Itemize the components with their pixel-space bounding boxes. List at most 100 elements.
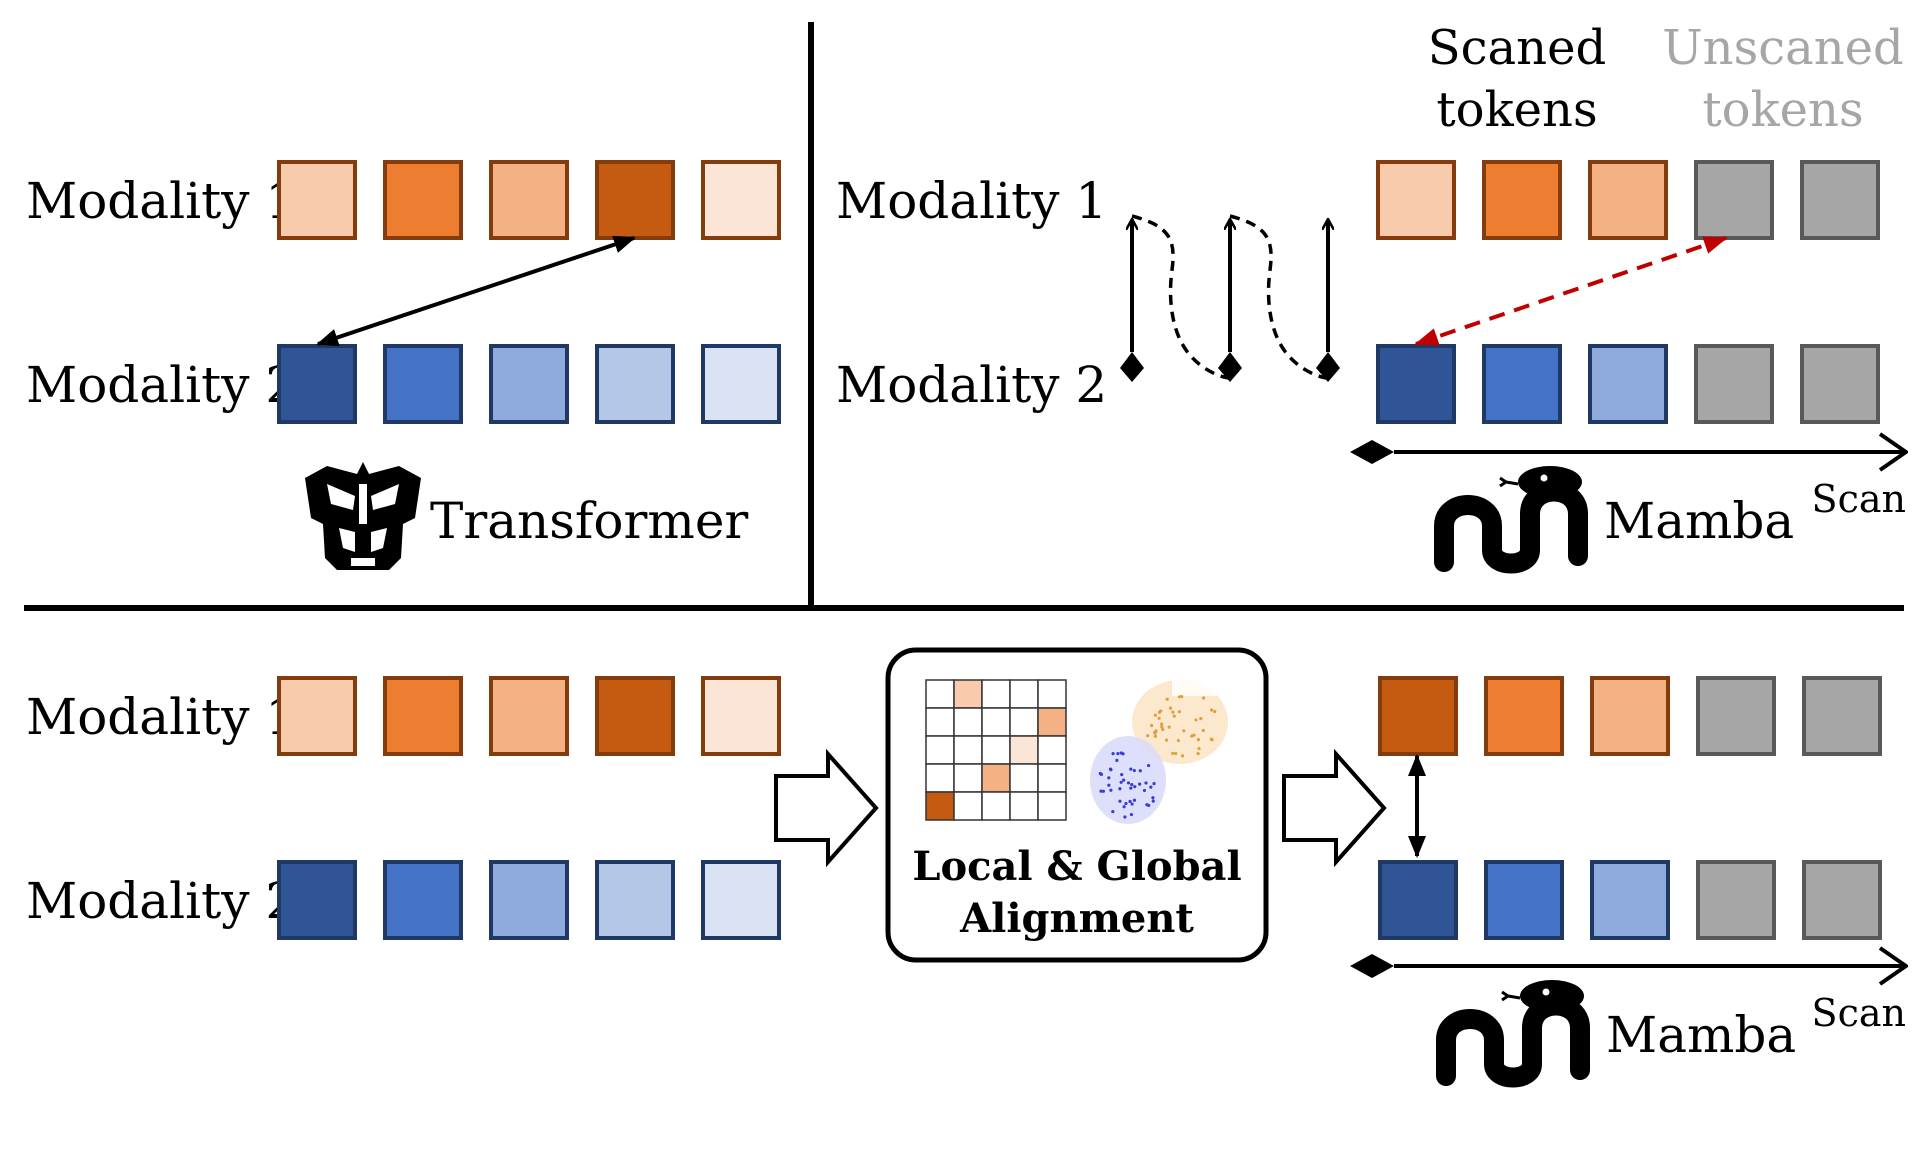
matrix-cell <box>1009 679 1039 709</box>
scatter-distribution-icon <box>1090 680 1232 824</box>
blue-token-1 <box>277 344 357 424</box>
matrix-cell <box>953 735 983 765</box>
scatter-point <box>1171 710 1175 714</box>
scatter-point <box>1171 751 1175 755</box>
scatter-point <box>1196 752 1200 756</box>
scatter-point <box>1116 751 1120 756</box>
scatter-point <box>1118 799 1122 803</box>
panel3-aligned-modality2-tokens <box>1378 860 1882 940</box>
scan-token-4 <box>1694 160 1774 240</box>
scatter-point <box>1142 788 1147 793</box>
scatter-point <box>1164 738 1169 742</box>
scatter-point <box>1147 803 1151 808</box>
scatter-point <box>1152 782 1156 786</box>
scatter-point <box>1121 752 1125 756</box>
aligned-token-4 <box>1696 676 1776 756</box>
scatter-point <box>1129 767 1133 771</box>
mamba-label-bottom: Mamba <box>1606 1006 1796 1064</box>
scatter-point <box>1111 752 1115 756</box>
orange-token-1 <box>277 160 357 240</box>
scatter-point <box>1146 763 1151 768</box>
autobot-mask-icon <box>305 462 421 570</box>
orange-token-4 <box>595 160 675 240</box>
scatter-point <box>1194 718 1198 722</box>
scan-label-bottom: Scan <box>1812 991 1906 1035</box>
scatter-point <box>1132 768 1136 773</box>
transformer-label: Transformer <box>430 492 748 550</box>
panel2-modality2-tokens <box>1376 344 1880 424</box>
alignment-label-line1: Local & Global <box>912 843 1241 890</box>
blue-token-2 <box>383 860 463 940</box>
blue-token-4 <box>595 344 675 424</box>
scan-token-4 <box>1694 344 1774 424</box>
scatter-point <box>1210 738 1214 742</box>
orange-token-2 <box>383 160 463 240</box>
scan-token-1 <box>1376 160 1456 240</box>
unreachable-dependency-arrow <box>1414 236 1728 346</box>
matrix-cell <box>1037 679 1067 709</box>
scatter-point <box>1130 782 1134 787</box>
aligned-token-4 <box>1696 860 1776 940</box>
scatter-point <box>1124 801 1128 806</box>
scatter-point <box>1153 734 1157 738</box>
orange-token-2 <box>383 676 463 756</box>
scatter-point <box>1129 786 1133 790</box>
blue-token-5 <box>701 344 781 424</box>
panel3-modality1-label: Modality 1 <box>26 688 297 746</box>
panel1-modality2-label: Modality 2 <box>26 356 297 414</box>
orange-token-3 <box>489 676 569 756</box>
unscanned-tokens-label-line1: Unscaned <box>1662 20 1904 76</box>
scatter-point <box>1197 746 1201 751</box>
scatter-point <box>1172 714 1176 718</box>
matrix-cell <box>953 707 983 737</box>
block-arrow-right-1 <box>774 748 879 868</box>
scatter-point <box>1174 751 1178 756</box>
matrix-cell <box>981 707 1011 737</box>
scatter-point <box>1151 796 1155 800</box>
scatter-point <box>1159 709 1163 713</box>
matrix-cell <box>1037 735 1067 765</box>
aligned-token-3 <box>1590 860 1670 940</box>
aligned-token-5 <box>1802 676 1882 756</box>
scatter-point <box>1177 695 1182 699</box>
panel3-modality2-tokens <box>277 860 781 940</box>
scatter-point <box>1209 708 1214 712</box>
orange-token-5 <box>701 676 781 756</box>
scan-token-2 <box>1482 160 1562 240</box>
scatter-point <box>1199 717 1203 721</box>
scatter-point <box>1151 799 1155 803</box>
panel-transformer: Modality 1 Modality 2 Transformer <box>26 160 781 570</box>
grid-matrix-icon <box>925 679 1067 821</box>
scatter-point <box>1149 723 1154 728</box>
snake-icon <box>1434 466 1588 574</box>
scan-token-5 <box>1800 160 1880 240</box>
scan-token-2 <box>1482 344 1562 424</box>
scan-token-1 <box>1376 344 1456 424</box>
matrix-cell <box>981 679 1011 709</box>
scatter-point <box>1122 778 1126 782</box>
scatter-point <box>1167 725 1171 729</box>
aligned-token-5 <box>1802 860 1882 940</box>
scatter-point <box>1180 754 1185 758</box>
scatter-point <box>1115 758 1119 762</box>
scatter-point <box>1201 696 1206 700</box>
scan-token-3 <box>1588 344 1668 424</box>
block-arrow-right-2 <box>1282 748 1387 868</box>
scatter-point <box>1153 713 1157 717</box>
scatter-point <box>1190 734 1194 738</box>
scatter-point <box>1213 709 1217 714</box>
scatter-point <box>1133 785 1137 789</box>
aligned-token-2 <box>1484 676 1564 756</box>
scatter-point <box>1126 781 1131 785</box>
matrix-cell <box>1037 763 1067 793</box>
panel1-modality2-tokens <box>277 344 781 424</box>
matrix-cell <box>925 679 955 709</box>
snake-icon <box>1436 980 1590 1088</box>
scatter-point <box>1120 772 1124 777</box>
panel2-modality2-label: Modality 2 <box>836 356 1107 414</box>
scatter-point <box>1109 788 1113 792</box>
panel1-modality1-tokens <box>277 160 781 240</box>
scatter-point <box>1130 802 1134 806</box>
aligned-token-1 <box>1378 676 1458 756</box>
